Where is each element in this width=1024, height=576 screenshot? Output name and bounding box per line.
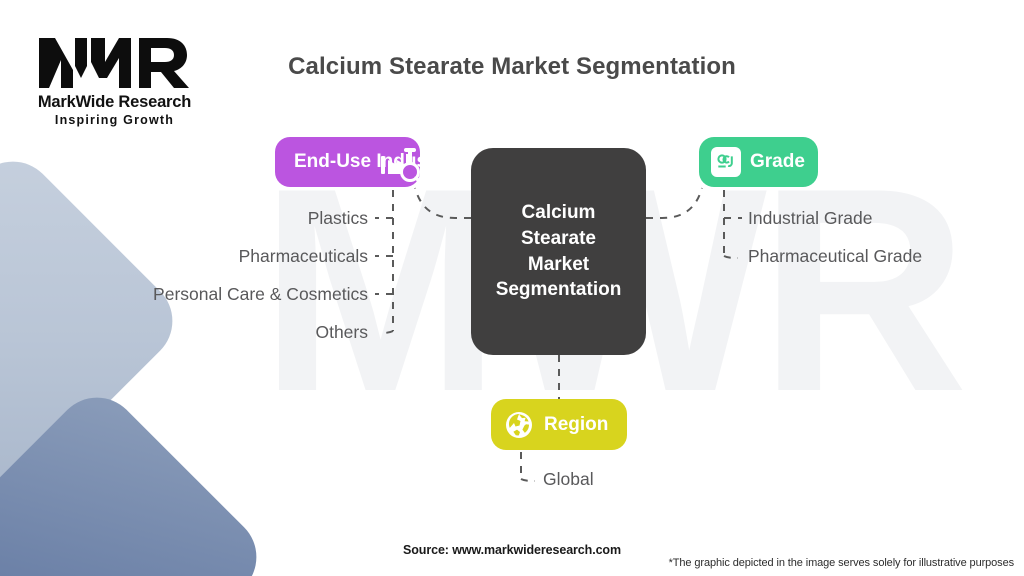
leaf-end-use-personal-care-cosmetics: Personal Care & Cosmetics — [153, 284, 368, 304]
industry-search-icon — [377, 138, 425, 186]
leaf-region-global: Global — [543, 469, 594, 489]
branch-node-region[interactable]: Region — [491, 399, 627, 450]
leaf-end-use-others: Others — [315, 322, 368, 342]
leaf-grade-industrial: Industrial Grade — [748, 208, 873, 228]
chemistry-element-icon — [711, 147, 741, 177]
connector-center-to-grade — [646, 187, 703, 219]
center-line-2: Stearate — [521, 227, 596, 249]
logo-mark-icon — [38, 38, 189, 88]
logo-tagline: Inspiring Growth — [54, 113, 175, 127]
connector-enduse-leaf-4 — [379, 330, 394, 334]
branch-label-grade: Grade — [750, 151, 805, 172]
center-line-4: Segmentation — [495, 279, 622, 301]
leaf-end-use-pharmaceuticals: Pharmaceuticals — [238, 246, 368, 266]
center-node: Calcium Stearate Market Segmentation — [471, 148, 646, 355]
page-title: Calcium Stearate Market Segmentation — [288, 53, 736, 80]
center-node-label: Calcium Stearate Market Segmentation — [496, 200, 622, 303]
leaf-grade-pharmaceutical: Pharmaceutical Grade — [748, 246, 923, 266]
logo-company-name: MarkWide Research — [37, 93, 192, 111]
connector-center-to-enduse — [414, 187, 471, 219]
branch-label-region: Region — [544, 413, 609, 435]
center-line-1: Calcium — [521, 201, 596, 223]
globe-icon — [503, 409, 535, 441]
disclaimer-text: *The graphic depicted in the image serve… — [668, 557, 1014, 569]
branch-node-grade[interactable]: Grade — [699, 137, 818, 187]
center-line-3: Market — [527, 253, 590, 275]
branch-label-end-use-industry: End-Use Industry — [294, 151, 452, 172]
connector-grade-leaf-2 — [723, 255, 739, 259]
connector-region-leaf-1 — [520, 478, 536, 482]
source-text: Source: www.markwideresearch.com — [403, 543, 621, 557]
brand-logo: MarkWide Research Inspiring Growth — [22, 30, 207, 127]
leaf-end-use-plastics: Plastics — [307, 208, 368, 228]
